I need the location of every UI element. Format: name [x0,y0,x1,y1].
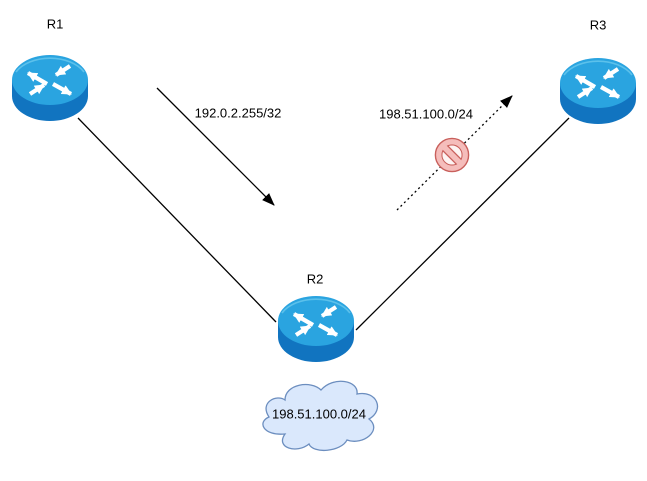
no-entry-icon [433,136,471,174]
router-r1 [10,53,90,123]
router-label-r2: R2 [306,271,324,287]
router-r2 [276,294,356,364]
link-r1-r2 [77,117,277,323]
network-cloud [255,372,383,463]
router-r3 [558,56,638,126]
blocked-route-label: 198.51.100.0/24 [379,106,473,122]
advertised-route-label: 192.0.2.255/32 [194,105,282,121]
cloud-label: 198.51.100.0/24 [272,406,366,422]
cloud-icon [262,380,379,451]
router-label-r3: R3 [589,17,607,33]
router-icon [12,55,88,121]
router-icon [278,296,354,362]
router-label-r1: R1 [46,16,64,32]
router-icon [560,58,636,124]
